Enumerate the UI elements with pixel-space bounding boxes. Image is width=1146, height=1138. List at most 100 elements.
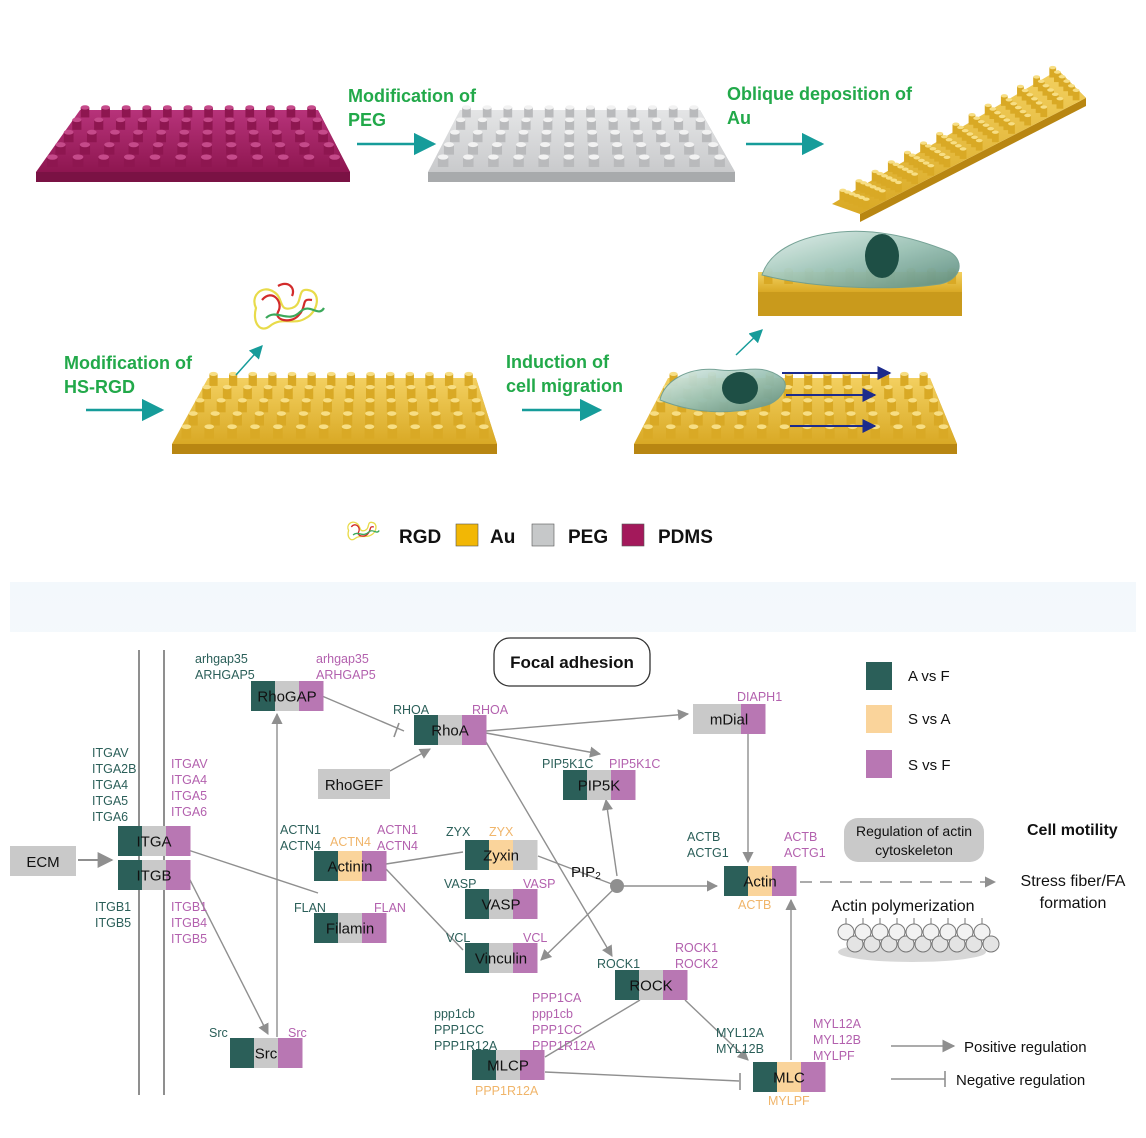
cell-motility-label: Cell motility — [1027, 822, 1118, 839]
gene-label-mlc-s: MYLPF — [768, 1094, 810, 1108]
peg-swatch — [531, 523, 555, 547]
mdial-segment-3 — [741, 704, 766, 734]
gene-label-rock-a: ROCK1 — [597, 957, 640, 971]
filamin-node: Filamin — [314, 913, 387, 943]
material-legend: RGD Au PEG PDMS — [347, 521, 713, 548]
s-vs-f-label: S vs F — [908, 757, 951, 774]
a-vs-f-label: A vs F — [908, 668, 950, 685]
mlc-segment-1 — [753, 1062, 778, 1092]
positive-regulation-label: Positive regulation — [964, 1039, 1087, 1056]
mdial-label: mDial — [710, 712, 748, 729]
mlcp-label: MLCP — [487, 1058, 529, 1075]
actinin-node: Actinin — [314, 851, 387, 881]
edge-rhogef-rhoa — [389, 748, 431, 772]
vasp-segment-2 — [489, 889, 514, 919]
focal-adhesion-title: Focal adhesion — [510, 653, 634, 672]
actinin-segment-2 — [338, 851, 363, 881]
gene-label-vasp-f: VASP — [523, 877, 555, 891]
zyxin-segment-2 — [489, 840, 514, 870]
itga-label: ITGA — [136, 834, 171, 851]
s-vs-a-label: S vs A — [908, 711, 951, 728]
gene-label-rhoa-a: RHOA — [393, 703, 430, 717]
comparison-legend: A vs F S vs A S vs F — [866, 662, 951, 778]
gene-label-vasp-a: VASP — [444, 877, 476, 891]
rgd-arrow — [235, 344, 263, 376]
legend-au: Au — [490, 527, 515, 548]
actinin-segment-3 — [362, 851, 387, 881]
filamin-label: Filamin — [326, 921, 374, 938]
actin-segment-3 — [772, 866, 797, 896]
itgb-segment-2 — [142, 860, 167, 890]
filamin-segment-1 — [314, 913, 339, 943]
pathway-panel-body — [10, 632, 1136, 1112]
zyxin-label: Zyxin — [483, 848, 519, 865]
actin-filament-icon — [837, 918, 1000, 962]
zoomed-cell — [761, 230, 960, 289]
rgd-peptide-icon — [253, 282, 325, 330]
rhogef-box — [318, 769, 390, 799]
gene-label-zyx-a: ZYX — [446, 825, 471, 839]
itgb-node: ITGB — [118, 860, 191, 890]
pdms-swatch — [621, 523, 645, 547]
zyxin-segment-1 — [465, 840, 490, 870]
mlc-node: MLC — [753, 1062, 826, 1092]
edge-rhogap-rhoa-bar — [393, 722, 400, 738]
edge-actinin-vinculin — [385, 868, 464, 951]
actin-segment-2 — [748, 866, 773, 896]
filamin-segment-3 — [362, 913, 387, 943]
legend-peg: PEG — [568, 527, 608, 548]
mdial-segment-1 — [693, 704, 718, 734]
vasp-segment-3 — [513, 889, 538, 919]
zoom-arrow — [735, 329, 763, 356]
rhogap-segment-1 — [251, 681, 276, 711]
actinin-label: Actinin — [327, 859, 372, 876]
pdms-plate — [36, 105, 350, 182]
edge-rock-mlc — [684, 999, 749, 1061]
rhogap-node: RhoGAP — [251, 681, 324, 711]
itgb-label: ITGB — [136, 868, 171, 885]
src-segment-3 — [278, 1038, 303, 1068]
edge-rhogap-rhoa — [321, 695, 405, 732]
rhoa-label: RhoA — [431, 723, 469, 740]
gene-label-flan-a: FLAN — [294, 901, 326, 915]
gene-label-diaph1: DIAPH1 — [737, 690, 782, 704]
rock-label: ROCK — [629, 978, 672, 995]
src-node: Src — [230, 1038, 303, 1068]
pathway-edges — [78, 695, 997, 1090]
au-oblique-plate — [832, 65, 1086, 222]
gene-label-zyx-s: ZYX — [489, 825, 514, 839]
src-label: Src — [255, 1046, 278, 1063]
vasp-segment-1 — [465, 889, 490, 919]
migration-arrows — [782, 366, 892, 433]
legend-pdms: PDMS — [658, 527, 713, 548]
rhogap-segment-3 — [299, 681, 324, 711]
gene-label-flan-f: FLAN — [374, 901, 406, 915]
migrating-cell — [659, 368, 786, 413]
pip5k-label: PIP5K — [578, 778, 621, 795]
gene-label-pip5k1c-a: PIP5K1C — [542, 757, 593, 771]
rhogap-label: RhoGAP — [257, 689, 316, 706]
gene-label-src-a: Src — [209, 1026, 228, 1040]
itga-node: ITGA — [118, 826, 191, 856]
pip5k-node: PIP5K — [563, 770, 636, 800]
pip2-label: PIP2 — [571, 864, 601, 882]
vinculin-segment-3 — [513, 943, 538, 973]
vinculin-segment-2 — [489, 943, 514, 973]
vasp-node: VASP — [465, 889, 538, 919]
actinin-segment-1 — [314, 851, 339, 881]
